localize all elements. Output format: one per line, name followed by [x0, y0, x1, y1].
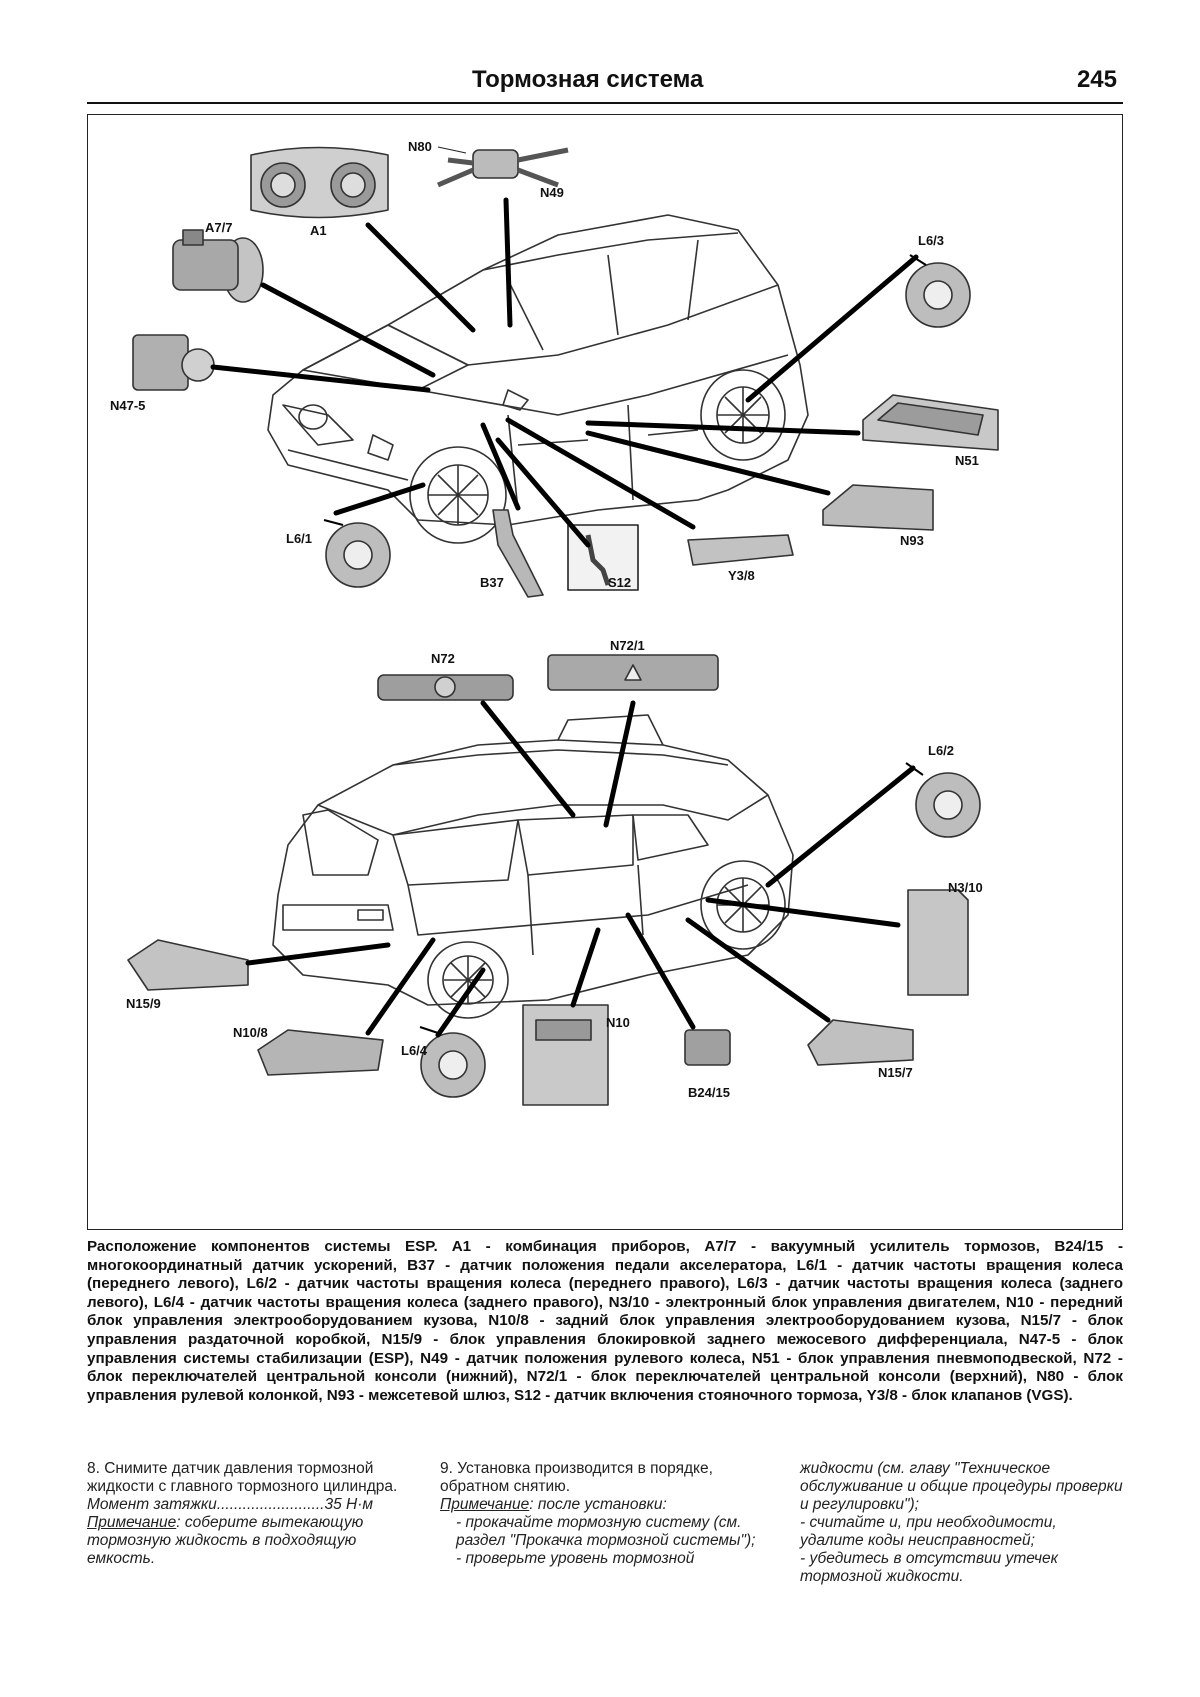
esp-components-figure: N80 A1 N49 A7/7 L6/3 N47-5 N51 N93 L6/1 …: [87, 114, 1123, 1230]
label-n72: N72: [431, 651, 455, 666]
label-y3-8: Y3/8: [728, 568, 755, 583]
label-b24-15: B24/15: [688, 1085, 730, 1100]
label-n80: N80: [408, 139, 432, 154]
torque-dots: .........................: [216, 1496, 325, 1513]
note-2: Примечание: после установки:: [440, 1496, 770, 1514]
note-1-text: : соберите вытекающую тормозную жидкость…: [87, 1514, 364, 1567]
note-item-check-level: - проверьте уровень тормозной: [456, 1550, 695, 1567]
label-n15-9: N15/9: [126, 996, 161, 1011]
page-header: Тормозная система 245: [87, 62, 1123, 104]
label-n51: N51: [955, 453, 979, 468]
step-9: 9. Установка производится в порядке, обр…: [440, 1460, 713, 1495]
torque-value: 35 Н·м: [324, 1496, 374, 1513]
note-2-label: Примечание: [440, 1496, 530, 1513]
component-icons-top: [132, 146, 999, 598]
step-8: 8. Снимите датчик давления тормозной жид…: [87, 1460, 398, 1495]
label-n47-5: N47-5: [110, 398, 145, 413]
label-n10: N10: [606, 1015, 630, 1030]
label-n3-10: N3/10: [948, 880, 983, 895]
label-n72-1: N72/1: [610, 638, 645, 653]
car-front-view-illustration: [267, 214, 809, 544]
component-labels: N80 A1 N49 A7/7 L6/3 N47-5 N51 N93 L6/1 …: [110, 139, 983, 1100]
torque-spec: Момент затяжки.........................3…: [87, 1496, 422, 1514]
note-item-leaks: - убедитесь в отсутствии утечек тормозно…: [800, 1550, 1058, 1585]
figure-caption: Расположение компонентов системы ESP. A1…: [87, 1238, 1123, 1404]
car-rear-view-illustration: [272, 714, 794, 1019]
label-l6-2: L6/2: [928, 743, 954, 758]
label-n49: N49: [540, 185, 564, 200]
text-column-2: 9. Установка производится в порядке, обр…: [440, 1460, 770, 1568]
label-n10-8: N10/8: [233, 1025, 268, 1040]
note-1-label: Примечание: [87, 1514, 177, 1531]
text-column-3: жидкости (см. главу "Техническое обслужи…: [800, 1460, 1123, 1586]
note-2-text: : после установки:: [529, 1496, 667, 1513]
note-item-continuation: жидкости (см. главу "Техническое обслужи…: [800, 1460, 1123, 1513]
label-a7-7: A7/7: [205, 220, 232, 235]
esp-diagram: N80 A1 N49 A7/7 L6/3 N47-5 N51 N93 L6/1 …: [110, 139, 999, 1106]
label-l6-4: L6/4: [401, 1043, 428, 1058]
label-b37: B37: [480, 575, 504, 590]
component-icons-bottom: [127, 654, 981, 1106]
note-1: Примечание: соберите вытекающую тормозну…: [87, 1514, 422, 1568]
label-a1: A1: [310, 223, 327, 238]
label-l6-1: L6/1: [286, 531, 312, 546]
page-number: 245: [1076, 66, 1117, 93]
leader-lines: [210, 197, 919, 1038]
section-title: Тормозная система: [472, 66, 704, 93]
torque-label: Момент затяжки: [87, 1496, 217, 1513]
label-s12: S12: [608, 575, 631, 590]
note-item-fault-codes: - считайте и, при необходимости, удалите…: [800, 1514, 1057, 1549]
label-n15-7: N15/7: [878, 1065, 913, 1080]
text-column-1: 8. Снимите датчик давления тормозной жид…: [87, 1460, 422, 1568]
label-l6-3: L6/3: [918, 233, 944, 248]
note-item-bleed: - прокачайте тормозную систему (см. разд…: [456, 1514, 756, 1549]
label-n93: N93: [900, 533, 924, 548]
